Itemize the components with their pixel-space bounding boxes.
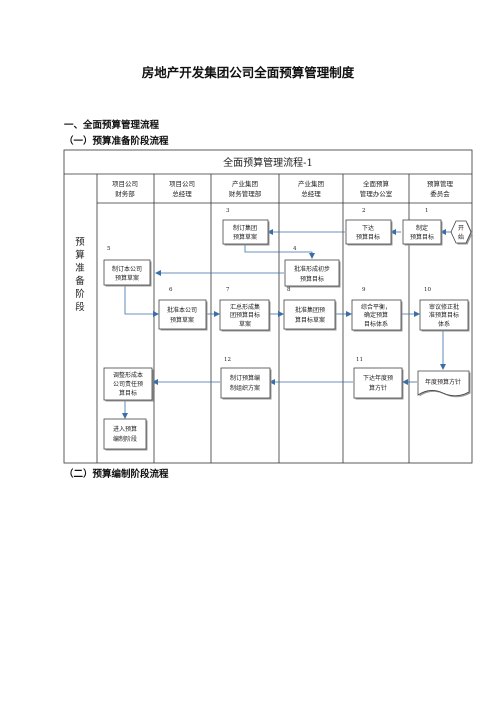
phase-label: 预 算 准 备 阶 段	[75, 237, 85, 313]
svg-text:预算草案: 预算草案	[115, 274, 139, 282]
svg-text:预算草案: 预算草案	[233, 233, 257, 241]
svg-text:进入预算: 进入预算	[113, 425, 137, 433]
svg-text:制组织方案: 制组织方案	[230, 384, 260, 392]
column-header-line1: 产业集团	[298, 179, 324, 188]
svg-text:审议修正批: 审议修正批	[429, 303, 459, 311]
svg-text:预算目标: 预算目标	[356, 233, 380, 241]
svg-text:调整形成本: 调整形成本	[113, 371, 143, 379]
svg-text:综合平衡，: 综合平衡，	[361, 303, 391, 311]
svg-text:下达年度预: 下达年度预	[363, 374, 393, 382]
column-header-line1: 项目公司	[169, 180, 195, 188]
svg-text:制订预算编: 制订预算编	[230, 374, 260, 382]
section-heading: 一、全面预算管理流程	[64, 120, 160, 131]
step-4-approve-initial-target: 4 批准形成初步 预算目标	[284, 246, 341, 288]
column-header-line2: 财务部	[115, 189, 135, 198]
column-header-line2: 财务管理部	[229, 189, 262, 198]
svg-text:9: 9	[362, 287, 366, 293]
svg-text:2: 2	[362, 208, 366, 214]
svg-text:4: 4	[293, 246, 297, 252]
svg-text:目标体系: 目标体系	[364, 320, 388, 328]
svg-text:11: 11	[356, 357, 363, 363]
svg-text:准预算目标: 准预算目标	[429, 311, 459, 319]
svg-text:批准形成初步: 批准形成初步	[294, 265, 330, 273]
svg-text:段: 段	[75, 301, 85, 313]
svg-text:预算目标: 预算目标	[300, 275, 324, 283]
svg-text:公司责任预: 公司责任预	[113, 380, 143, 388]
column-header-line1: 全面预算	[363, 179, 390, 188]
step-1-set-budget-target: 1 制定 预算目标	[402, 208, 443, 246]
svg-text:备: 备	[75, 275, 85, 287]
step-enter-preparation-stage: 进入预算 编制阶段	[103, 418, 148, 451]
svg-text:团预算目标: 团预算目标	[230, 311, 260, 319]
column-header-line1: 产业集团	[232, 179, 258, 188]
subsection-heading-compilation: （二）预算编制阶段流程	[64, 469, 169, 480]
svg-text:制定: 制定	[416, 224, 428, 232]
step-7-consolidate-group-target: 7 汇总形成集 团预算目标 草案	[219, 287, 271, 332]
svg-text:预算目标: 预算目标	[410, 233, 434, 241]
step-11-issue-annual-policy: 11 下达年度预 算方针	[353, 357, 404, 400]
svg-text:体系: 体系	[438, 320, 450, 328]
svg-text:草案: 草案	[239, 320, 251, 328]
svg-text:算方针: 算方针	[369, 384, 387, 392]
svg-text:制订本公司: 制订本公司	[112, 265, 142, 273]
step-10-review-target-system: 10 审议修正批 准预算目标 体系	[419, 287, 470, 332]
column-header-line1: 预算管理	[427, 179, 454, 188]
column-header-line2: 总经理	[301, 189, 321, 198]
document-annual-budget-policy: 年度预算方针	[417, 370, 471, 398]
step-2-issue-budget-target: 2 下达 预算目标	[345, 208, 393, 246]
step-5-company-budget-draft: 5 制订本公司 预算草案	[103, 246, 152, 287]
svg-text:批准集团预: 批准集团预	[295, 306, 325, 314]
svg-text:预: 预	[75, 237, 85, 248]
svg-text:12: 12	[224, 357, 231, 363]
step-8-approve-group-target: 8 批准集团预 算目标草案	[283, 287, 337, 331]
svg-text:始: 始	[458, 233, 464, 241]
column-header-line1: 项目公司	[112, 180, 138, 188]
svg-text:年度预算方针: 年度预算方针	[425, 378, 461, 386]
step-adjust-company-target: 调整形成本 公司责任预 算目标	[103, 367, 154, 402]
column-header-line2: 委员会	[430, 189, 450, 198]
start-terminal: 开 始	[450, 220, 473, 245]
svg-text:编制阶段: 编制阶段	[113, 435, 137, 443]
svg-text:开: 开	[458, 225, 464, 232]
svg-text:算目标草案: 算目标草案	[295, 316, 325, 324]
svg-text:8: 8	[287, 287, 291, 293]
column-header-line2: 总经理	[172, 189, 192, 198]
svg-text:下达: 下达	[362, 224, 374, 232]
step-3-group-budget-draft: 3 制订集团 预算草案	[222, 208, 270, 246]
svg-text:算: 算	[75, 249, 85, 261]
step-9-balance-target-system: 9 综合平衡， 确定预算 目标体系	[351, 287, 403, 332]
step-6-approve-company-draft: 6 批准本公司 预算草案	[158, 287, 208, 331]
svg-text:制订集团: 制订集团	[233, 224, 257, 232]
svg-text:汇总形成集: 汇总形成集	[230, 303, 260, 311]
flowchart-title: 全面预算管理流程-1	[223, 156, 313, 169]
step-12-budget-org-plan: 12 制订预算编 制组织方案	[220, 357, 272, 400]
svg-text:1: 1	[425, 208, 429, 214]
svg-text:批准本公司: 批准本公司	[167, 306, 197, 314]
flowchart-frame	[63, 149, 473, 464]
svg-text:算目标: 算目标	[119, 389, 137, 397]
document-title: 房地产开发集团公司全面预算管理制度	[141, 65, 355, 80]
svg-text:准: 准	[75, 263, 85, 274]
subsection-heading-preparation: （一）预算准备阶段流程	[64, 136, 169, 147]
svg-text:确定预算: 确定预算	[364, 311, 388, 319]
svg-text:阶: 阶	[75, 288, 85, 300]
column-header-line2: 管理办公室	[360, 189, 393, 198]
svg-text:5: 5	[107, 246, 111, 252]
svg-text:3: 3	[226, 208, 230, 214]
svg-text:预算草案: 预算草案	[170, 316, 194, 324]
svg-text:7: 7	[226, 287, 230, 293]
flow-connectors	[122, 229, 451, 419]
svg-text:10: 10	[424, 287, 431, 293]
svg-text:6: 6	[169, 287, 173, 293]
